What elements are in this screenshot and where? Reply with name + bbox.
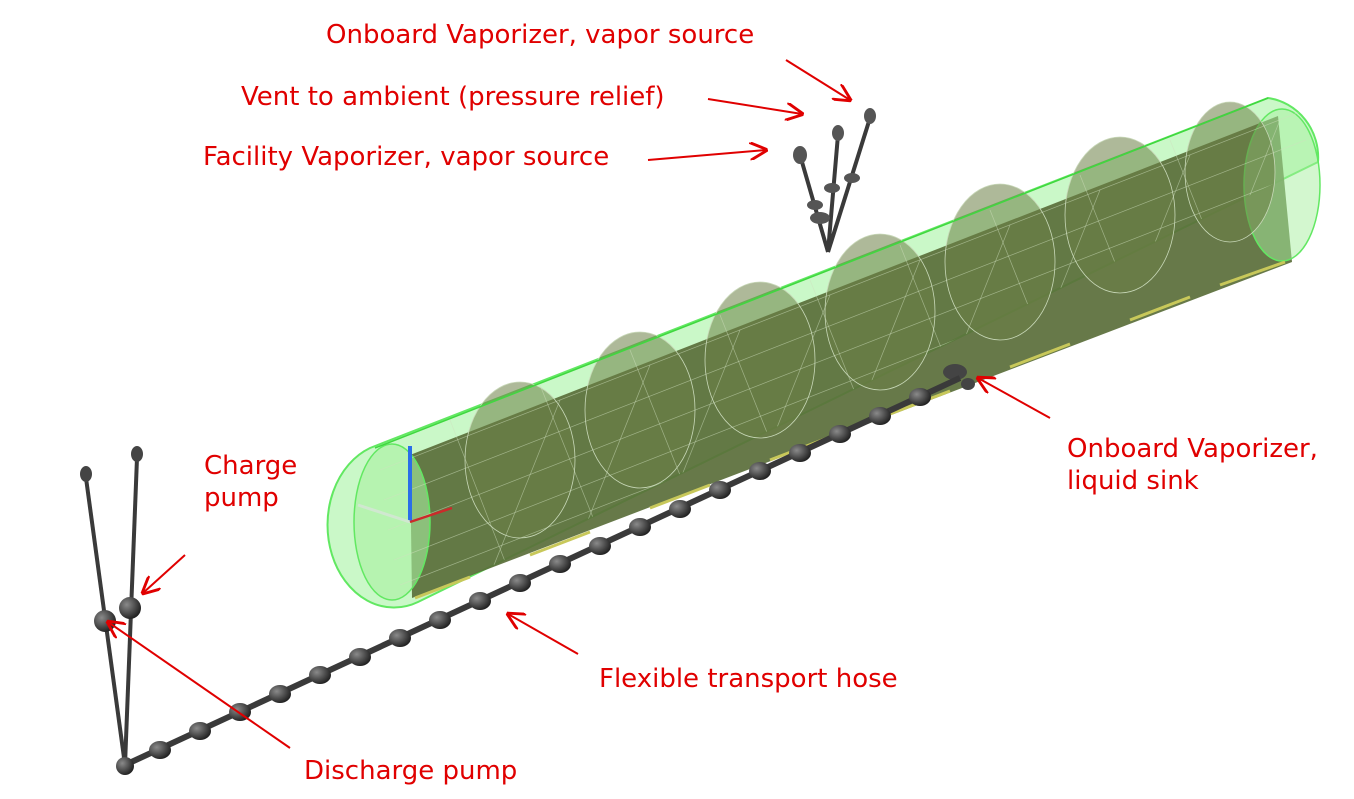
transport-hose [123,375,962,768]
label-text-line1: Onboard Vaporizer, [1067,434,1318,464]
liquid-sink-fitting [943,364,975,390]
label-text-line2: pump [204,483,279,513]
arrow-vent [707,98,802,114]
label-text-line1: Charge [204,451,298,481]
label-onboard-vaporizer-vapor-source: Onboard Vaporizer, vapor source [326,19,754,51]
arrow-charge [143,554,186,593]
label-flexible-transport-hose: Flexible transport hose [599,663,898,695]
charge-pump [119,597,141,619]
label-text: Facility Vaporizer, vapor source [203,142,610,172]
label-vent-to-ambient: Vent to ambient (pressure relief) [241,81,665,113]
label-text: Flexible transport hose [599,664,898,694]
label-text: Discharge pump [304,756,518,786]
label-facility-vaporizer: Facility Vaporizer, vapor source [203,141,609,173]
axis-triad [357,446,453,524]
hose-end-fitting [116,757,134,775]
annotation-arrows [108,59,1051,749]
tank-baffles [464,101,1276,539]
label-discharge-pump: Discharge pump [304,755,517,787]
pumps [80,446,143,775]
arrow-hose [508,614,579,655]
label-onboard-vaporizer-liquid-sink: Onboard Vaporizer, liquid sink [1067,433,1318,497]
label-charge-pump: Charge pump [204,450,297,514]
label-text: Onboard Vaporizer, vapor source [326,20,755,50]
tank-left-cap [353,443,431,601]
arrow-facility [647,150,766,161]
top-pipe-fittings [793,108,876,224]
label-text-line2: liquid sink [1067,466,1199,496]
arrow-liquid-sink [978,378,1051,419]
tank-top-edge [374,97,1269,449]
discharge-pump [94,610,116,632]
arrow-onboard-vapor [785,59,850,100]
arrow-discharge [108,622,291,749]
tank [326,96,1321,609]
label-text: Vent to ambient (pressure relief) [241,82,665,112]
